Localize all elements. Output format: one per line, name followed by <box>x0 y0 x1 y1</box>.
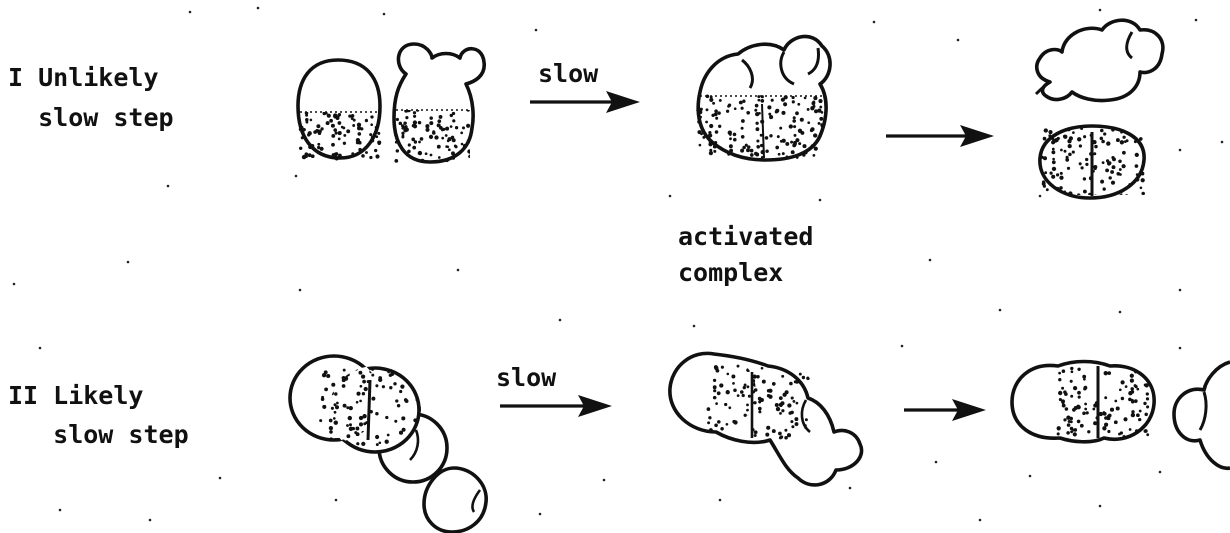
row-2-product-lobed-molecule <box>1174 362 1230 468</box>
row-1-arrow-1: slow <box>530 59 640 113</box>
row-2-free-molecule <box>424 468 486 532</box>
background-specks <box>13 7 1224 522</box>
caption-line1: activated <box>678 222 813 251</box>
row-1-product-dotted-pair <box>1040 126 1145 199</box>
row-1-reactant-molecule-b <box>394 44 484 163</box>
row-2-arrow-1: slow <box>496 363 612 417</box>
row-2-product-dotted-pair <box>1012 362 1154 442</box>
row-1-label: I Unlikely slow step <box>8 63 174 132</box>
activated-complex-caption: activated complex <box>678 222 813 287</box>
row-1-label-line2: slow step <box>8 103 174 132</box>
row-2-reactant-chain <box>280 356 480 482</box>
row-2-arrow-1-label: slow <box>496 363 557 392</box>
row-1-product-lobed-molecule <box>1036 20 1163 100</box>
row-1-arrow-1-label: slow <box>538 59 599 88</box>
row-2-label-line1: II Likely <box>8 381 143 410</box>
row-1-activated-complex <box>696 36 830 160</box>
row-2-label-line2: slow step <box>8 420 189 449</box>
row-2-label: II Likely slow step <box>8 381 189 449</box>
row-2-arrow-2 <box>904 399 986 421</box>
row-1-label-line1: I Unlikely <box>8 63 159 92</box>
row-1-arrow-2 <box>886 125 994 147</box>
caption-line2: complex <box>678 258 783 287</box>
row-2-activated-complex <box>670 353 862 485</box>
row-1-reactant-molecule-a <box>298 60 381 160</box>
